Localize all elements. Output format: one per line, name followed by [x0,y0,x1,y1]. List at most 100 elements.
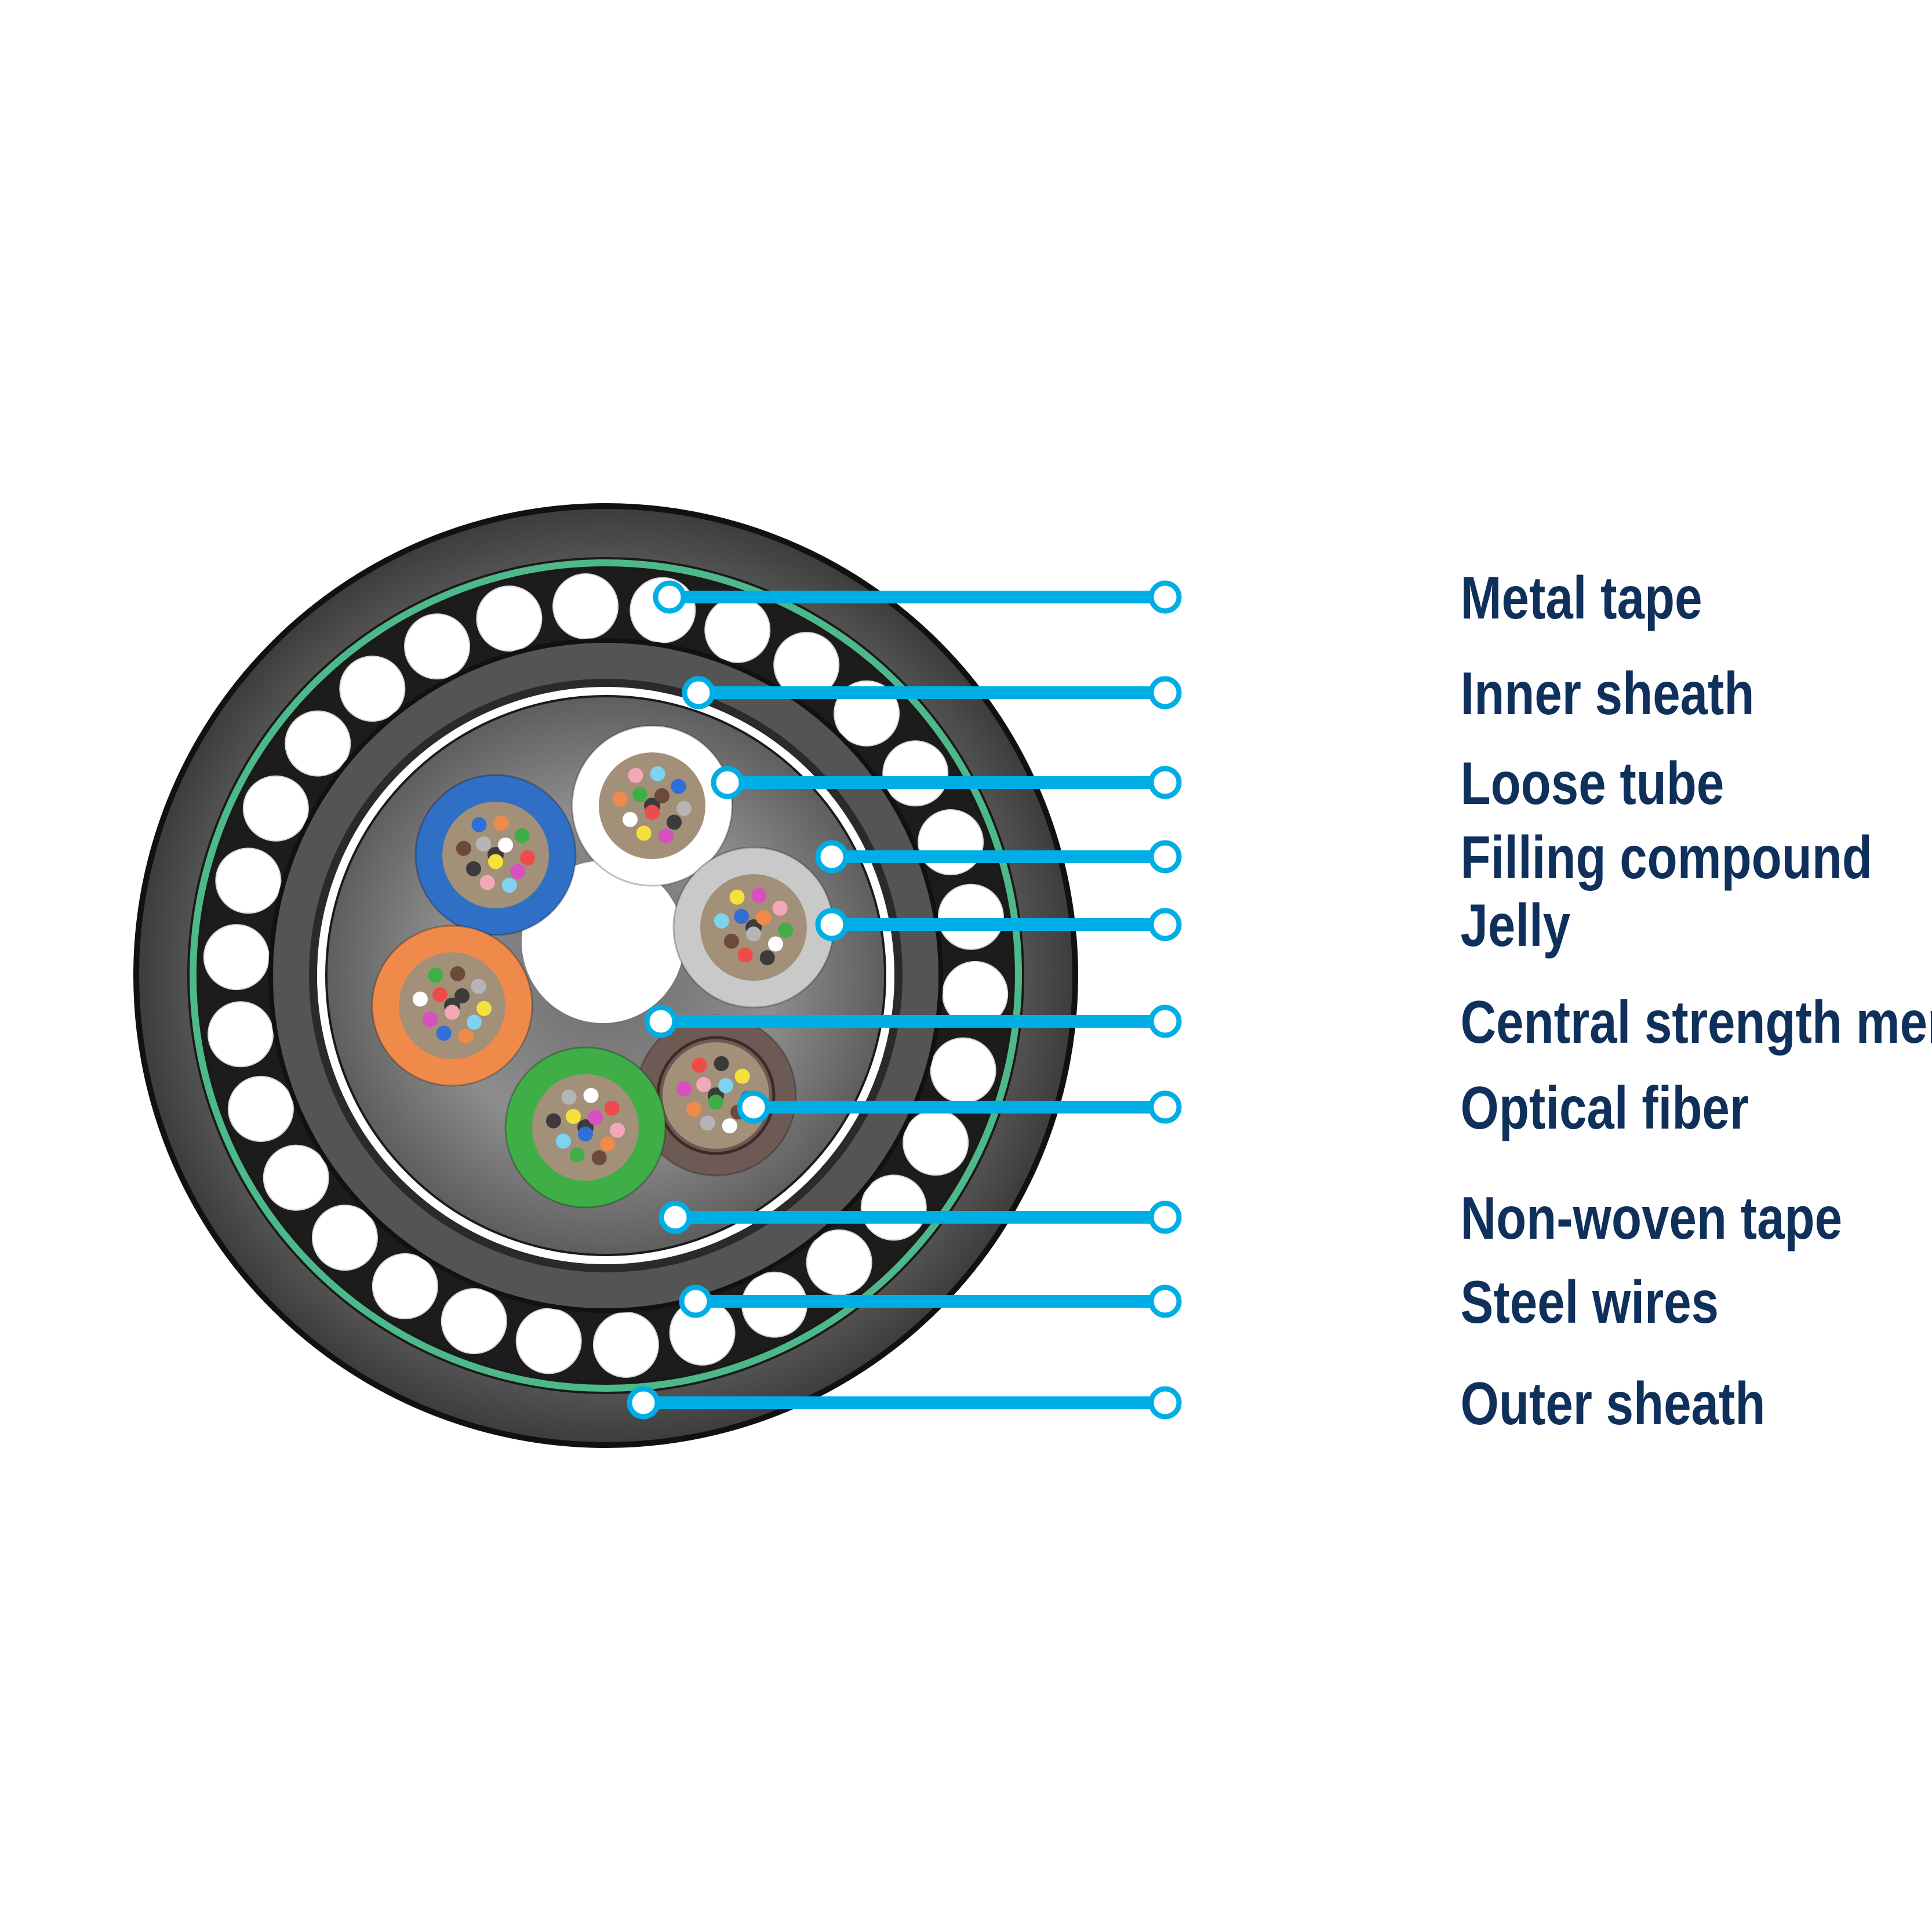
steel-wire [860,1174,927,1241]
optical-fiber [450,966,465,981]
central-strength-member [522,861,684,1023]
callout-end-dot [1148,1285,1182,1318]
steel-wire [903,1109,969,1176]
optical-fiber [714,1056,729,1071]
callout-inner-sheath: Inner sheath [682,660,1755,727]
optical-fiber [578,1126,593,1142]
optical-fiber [724,933,739,949]
loose-tube-green [504,1046,667,1209]
optical-fiber [428,967,443,983]
optical-fiber [610,1122,625,1138]
callout-optical-fiber: Optical fiber [737,1075,1749,1142]
optical-fiber [566,1109,581,1124]
steel-wire [208,1001,274,1068]
optical-fiber [423,1012,438,1027]
steel-wire [441,1288,507,1355]
steel-wire [515,1308,582,1374]
callout-start-dot [815,840,849,874]
steel-wire [203,924,270,991]
steel-wire [552,573,619,639]
callout-end-dot [1148,840,1182,874]
callout-label: Inner sheath [1461,660,1755,727]
optical-fiber [471,978,486,994]
optical-fiber [768,936,783,952]
optical-fiber [479,875,495,890]
optical-fiber [686,1101,701,1117]
steel-wire [215,847,282,914]
callout-metal-tape: Metal tape [653,565,1702,632]
callout-end-dot [1148,580,1182,614]
optical-fiber [696,1077,712,1092]
optical-fiber [658,828,674,844]
steel-wire [339,656,406,722]
optical-fiber [645,805,660,820]
optical-fiber [676,801,692,816]
optical-fiber [588,1109,603,1125]
optical-fiber [692,1057,707,1073]
optical-fiber [501,878,517,893]
callout-start-dot [658,1200,692,1234]
optical-fiber [600,1136,615,1152]
optical-fiber [628,767,643,783]
loose-tube-white [571,725,733,887]
callout-end-dot [1148,676,1182,710]
optical-fiber [556,1133,571,1149]
metal-tape [190,559,1022,1392]
optical-fiber [488,854,503,869]
optical-fiber [436,1025,452,1041]
callout-label: Outer sheath [1461,1370,1766,1438]
callout-start-dot [653,580,686,614]
optical-fiber [412,991,428,1007]
optical-fiber [569,1147,585,1163]
loose-tube-brown [635,1014,797,1177]
callout-label: Optical fiber [1461,1075,1749,1142]
callout-start-dot [627,1386,660,1420]
steel-wire [227,1076,294,1143]
callout-end-dot [1148,908,1182,941]
optical-fiber [772,900,788,916]
optical-fiber [604,1100,620,1116]
steel-wire [404,613,471,680]
optical-fiber [476,1000,492,1016]
optical-fiber [514,828,530,843]
optical-fiber [700,1115,715,1131]
steel-wire [372,1253,438,1319]
callout-outer-sheath: Outer sheath [627,1370,1766,1438]
optical-fiber [591,1150,607,1166]
optical-fiber [714,913,729,929]
callout-steel-wires: Steel wires [679,1269,1719,1336]
callout-filling-compound: Filling compound [815,824,1872,892]
callout-end-dot [1148,1090,1182,1124]
loose-tube-orange [371,925,533,1087]
optical-fiber [746,926,761,942]
callout-label: Central strength member [1461,989,1932,1056]
steel-wire [704,596,771,663]
callout-label: Filling compound [1461,824,1872,892]
callout-start-dot [815,908,849,941]
optical-fiber [722,1118,737,1134]
optical-fiber [432,987,448,1002]
optical-fiber [498,837,514,853]
optical-fiber [778,922,794,938]
optical-fiber [520,850,536,865]
optical-fiber [632,787,648,802]
steel-wire [806,1229,872,1296]
steel-wire [592,1312,659,1378]
steel-wire [285,710,351,777]
callout-start-dot [711,766,744,799]
loose-tube-grey [672,846,835,1009]
callout-end-dot [1148,1386,1182,1420]
cable [133,503,1078,1448]
optical-fiber [476,836,492,852]
optical-fiber [510,864,525,879]
steel-wire [263,1144,329,1211]
steel-wire [311,1205,378,1271]
optical-fiber [667,814,682,830]
callout-label: Jelly [1461,892,1571,959]
optical-fiber [456,841,471,856]
steel-wire [937,883,1004,950]
steel-wire [918,809,984,875]
optical-fiber [751,887,767,903]
